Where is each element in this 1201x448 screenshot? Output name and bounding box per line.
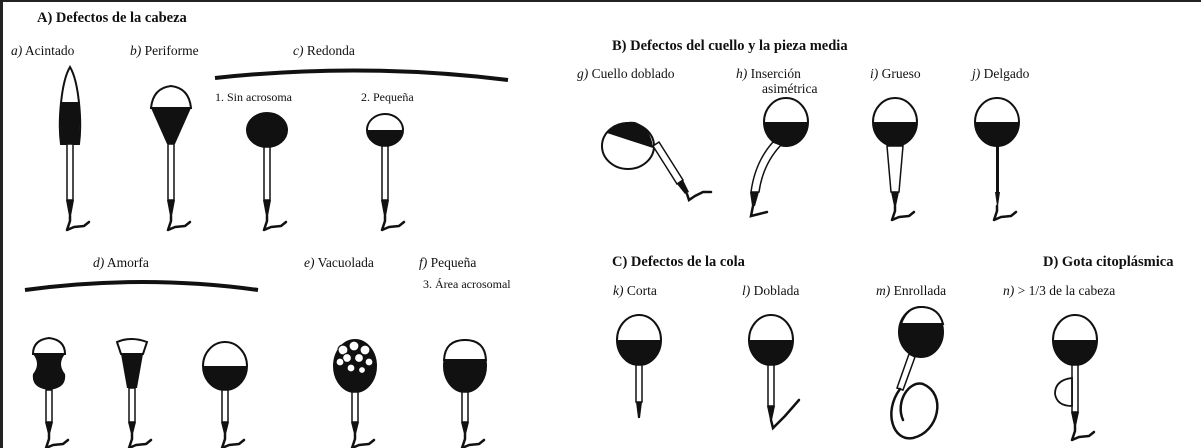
label-f3-area-acrosomal: 3. Área acrosomal [423, 277, 511, 292]
label-g-cuello-doblado: g) Cuello doblado [577, 66, 675, 81]
label-k-corta: k) Corta [613, 283, 657, 298]
sperm-m-enrollada [891, 307, 943, 438]
brace-redonda [215, 70, 508, 80]
label-i-grueso: i) Grueso [870, 66, 921, 81]
sperm-c1-sin-acrosoma [247, 113, 287, 230]
sperm-l-doblada [749, 315, 799, 428]
label-a-acintado: a) Acintado [11, 43, 74, 58]
sperm-f-pequena [444, 340, 486, 448]
sperm-d-amorfa-3 [203, 342, 247, 448]
label-j-delgado: j) Delgado [972, 66, 1029, 81]
label-b-periforme: b) Periforme [130, 43, 199, 58]
section-b-title: B) Defectos del cuello y la pieza media [612, 39, 848, 54]
sperm-b-periforme [151, 86, 191, 230]
sperm-d-amorfa-1 [33, 338, 68, 448]
sperm-j-delgado [975, 98, 1019, 220]
label-l-doblada: l) Doblada [742, 283, 799, 298]
label-m-enrollada: m) Enrollada [876, 283, 946, 298]
section-d-title: D) Gota citoplásmica [1043, 255, 1173, 270]
section-c-title: C) Defectos de la cola [612, 255, 745, 270]
sperm-e-vacuolada [334, 340, 376, 448]
label-c2-pequena: 2. Pequeña [361, 90, 414, 105]
sperm-k-corta [617, 315, 661, 418]
label-h-asimetrica: asimétrica [762, 81, 817, 96]
label-c-redonda: c) Redonda [293, 43, 355, 58]
label-f-pequena: f) Pequeña [419, 255, 476, 270]
label-n-gota: n) > 1/3 de la cabeza [1003, 283, 1115, 298]
brace-amorfa [25, 282, 258, 290]
sperm-d-amorfa-2 [117, 339, 151, 448]
sperm-i-grueso [873, 98, 917, 220]
sperm-h-insercion-asimetrica [750, 98, 808, 216]
sperm-c2-pequena [367, 114, 404, 230]
sperm-a-acintado [60, 67, 89, 230]
label-d-amorfa: d) Amorfa [93, 255, 149, 270]
sperm-g-cuello-doblado [602, 122, 711, 200]
label-h-insercion: h) Inserción [736, 66, 801, 81]
section-a-title: A) Defectos de la cabeza [37, 11, 187, 26]
label-e-vacuolada: e) Vacuolada [304, 255, 374, 270]
sperm-n-gota-citoplasmica [1053, 315, 1097, 440]
label-c1-sin-acrosoma: 1. Sin acrosoma [215, 90, 292, 105]
